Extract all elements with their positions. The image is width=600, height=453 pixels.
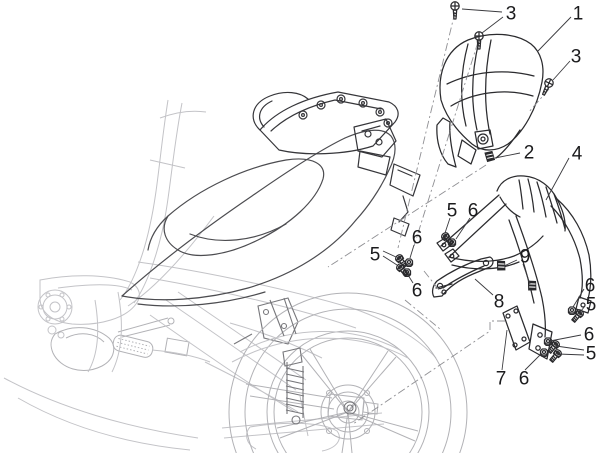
callout-label-5: 5: [447, 201, 458, 222]
callout-label-6: 6: [412, 281, 423, 302]
assembly-axis-line: [352, 320, 505, 425]
callout-leader-lines: [382, 8, 586, 371]
assembly-axis-line: [423, 270, 444, 296]
callout-leader-line: [409, 244, 415, 259]
callout-label-4: 4: [572, 144, 583, 165]
callout-label-6: 6: [468, 201, 479, 222]
callout-leader-line: [555, 345, 585, 351]
callout-label-6: 6: [519, 369, 530, 390]
screw-part-icon: [474, 31, 484, 50]
rear-wheel: [228, 292, 468, 453]
callout-label-5: 5: [586, 295, 597, 316]
callout-label-2: 2: [524, 143, 535, 164]
assembly-axis-line: [327, 164, 487, 268]
callout-leader-line: [557, 353, 585, 356]
rear-shock: [269, 297, 305, 425]
callout-label-8: 8: [494, 292, 505, 313]
callout-leader-line: [580, 305, 586, 312]
swingarm: [245, 383, 379, 421]
bolt-part-icon: [569, 307, 586, 325]
fastener-parts: [393, 1, 586, 365]
assembly-axis-line: [404, 299, 441, 330]
callout-leader-line: [524, 353, 542, 371]
washer-part-icon: [567, 306, 577, 316]
assembly-axis-line: [413, 41, 479, 247]
rear-rack: [252, 91, 421, 237]
callout-leader-line: [501, 329, 508, 371]
seat-tail-unit: [121, 129, 396, 307]
callout-label-6: 6: [585, 276, 596, 297]
callout-label-3: 3: [571, 47, 582, 68]
motorcycle-ghost-art: [3, 99, 468, 453]
part-8-support-arm: [431, 256, 494, 298]
callout-label-6: 6: [584, 325, 595, 346]
callout-leader-line: [474, 278, 494, 296]
frame-lines: [3, 261, 437, 452]
callout-leader-line: [572, 288, 585, 308]
callout-leader-line: [461, 8, 503, 13]
callout-leader-line: [545, 157, 570, 201]
callout-leader-line: [481, 16, 504, 34]
callout-leader-line: [382, 250, 397, 258]
callout-leader-line: [537, 16, 572, 52]
callout-leader-line: [494, 152, 521, 159]
handlebar-grip: [50, 317, 211, 371]
callout-label-6: 6: [412, 228, 423, 249]
screw-part-icon: [450, 1, 460, 20]
footpeg-bracket: [233, 297, 299, 345]
callout-leader-line: [382, 255, 398, 266]
washer-part-icon: [404, 258, 414, 268]
callout-leader-line: [444, 217, 451, 234]
callout-leader-line: [455, 217, 471, 240]
part-1-rear-mudguard: [436, 33, 544, 168]
callout-label-3: 3: [506, 4, 517, 25]
callout-label-5: 5: [586, 344, 597, 365]
callout-label-5: 5: [370, 245, 381, 266]
clip-part-icon: [525, 279, 539, 293]
callout-label-1: 1: [573, 4, 584, 25]
washer-part-icon: [539, 348, 549, 358]
windscreen-lines: [119, 99, 215, 307]
callout-leader-line: [552, 60, 571, 81]
callout-label-9: 9: [520, 247, 531, 268]
callout-label-7: 7: [496, 369, 507, 390]
clip-part-icon: [484, 150, 496, 163]
callout-leader-line: [407, 274, 414, 284]
callout-leader-line: [503, 259, 518, 267]
plate-holder: [353, 118, 421, 237]
fuel-tank: [37, 275, 140, 339]
callout-leader-line: [522, 263, 531, 285]
callout-leader-line: [549, 334, 582, 342]
bolt-part-icon: [547, 347, 564, 365]
part-7-mount-plate: [502, 305, 531, 351]
